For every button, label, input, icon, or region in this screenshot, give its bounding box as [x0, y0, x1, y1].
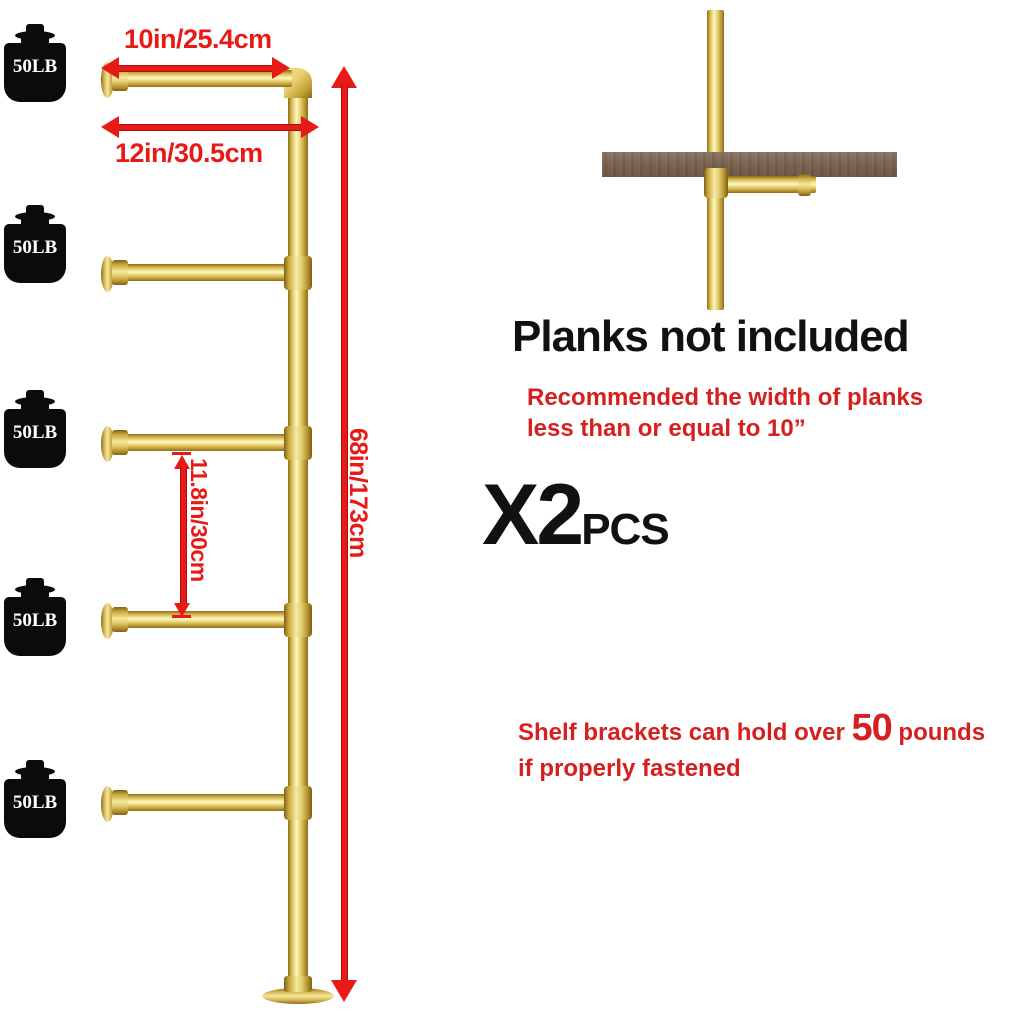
- dimension-cap-top: [172, 452, 191, 455]
- shelf-arm-tee-joint: [284, 603, 312, 637]
- weight-body: [4, 597, 66, 656]
- weight-badge-label: 50LB: [12, 610, 58, 631]
- shelf-arm-tee-joint: [284, 786, 312, 820]
- dimension-label-shelf-spacing: 11.8in/30cm: [186, 458, 212, 582]
- capacity-number: 50: [851, 707, 892, 749]
- detail-tee-joint: [704, 168, 728, 198]
- weight-neck: [21, 402, 49, 412]
- load-capacity-note: Shelf brackets can hold over 50 pounds i…: [518, 703, 985, 785]
- capacity-text-before: Shelf brackets can hold over: [518, 719, 852, 746]
- weight-badge-icon: 50LB: [4, 24, 66, 102]
- dimension-line-arm-total: [118, 124, 302, 131]
- shelf-arm-pipe: [112, 794, 292, 811]
- dimension-line-total-height: [341, 85, 348, 983]
- weight-badge-icon: 50LB: [4, 760, 66, 838]
- headline-planks-not-included: Planks not included: [512, 312, 910, 361]
- base-floor-flange: [262, 988, 334, 1004]
- weight-knob-stem: [26, 390, 44, 399]
- capacity-line-2: if properly fastened: [518, 755, 741, 783]
- weight-knob-plate: [15, 585, 55, 594]
- dimension-line-shelf-spacing: [180, 466, 187, 606]
- dimension-label-arm-total: 12in/30.5cm: [115, 138, 263, 168]
- wood-plank: [602, 152, 897, 177]
- shelf-arm-tee-joint: [284, 256, 312, 290]
- vertical-post-pipe: [288, 82, 308, 992]
- weight-body: [4, 43, 66, 102]
- shelf-arm-collar: [112, 607, 128, 632]
- weight-body: [4, 409, 66, 468]
- capacity-text-after: pounds: [891, 719, 986, 746]
- shelf-arm-wall-flange: [101, 603, 114, 639]
- shelf-arm-pipe: [112, 70, 292, 87]
- arrow-down-icon: [331, 980, 357, 1002]
- shelf-arm-collar: [112, 430, 128, 455]
- shelf-arm-collar: [112, 790, 128, 815]
- recommendation-line-1: Recommended the width of planks: [527, 384, 924, 411]
- dimension-label-arm-usable: 10in/25.4cm: [124, 24, 272, 54]
- shelf-arm-wall-flange: [101, 786, 114, 822]
- weight-neck: [21, 217, 49, 227]
- weight-neck: [21, 772, 49, 782]
- weight-knob-stem: [26, 760, 44, 769]
- arrow-up-icon: [174, 455, 190, 469]
- weight-body: [4, 224, 66, 283]
- quantity-count: X2: [482, 467, 584, 563]
- weight-knob-plate: [15, 212, 55, 221]
- quantity-unit: PCS: [581, 505, 669, 554]
- arrow-right-icon: [272, 57, 290, 79]
- shelf-arm-tee-joint: [284, 426, 312, 460]
- weight-body: [4, 779, 66, 838]
- shelf-arm-pipe: [112, 611, 292, 628]
- arrow-down-icon: [174, 603, 190, 617]
- weight-badge-label: 50LB: [12, 792, 58, 813]
- arrow-left-icon: [101, 116, 119, 138]
- weight-neck: [21, 36, 49, 46]
- dimension-line-arm-usable: [118, 65, 273, 72]
- capacity-line-1: Shelf brackets can hold over 50 pounds: [518, 703, 985, 753]
- weight-badge-label: 50LB: [12, 56, 58, 77]
- shelf-arm-collar: [112, 260, 128, 285]
- plank-width-recommendation: Recommended the width of planks less tha…: [527, 382, 923, 444]
- weight-badge-label: 50LB: [12, 237, 58, 258]
- recommendation-line-2: less than or equal to 10”: [527, 415, 806, 443]
- detail-arm-end-collar: [798, 174, 811, 196]
- quantity-badge: X2PCS: [482, 472, 670, 558]
- weight-knob-plate: [15, 31, 55, 40]
- arrow-up-icon: [331, 66, 357, 88]
- dimension-label-total-height: 68in/173cm: [344, 428, 372, 558]
- shelf-arm-wall-flange: [101, 426, 114, 462]
- weight-badge-icon: 50LB: [4, 390, 66, 468]
- base-collar: [284, 976, 312, 992]
- weight-badge-icon: 50LB: [4, 205, 66, 283]
- weight-knob-stem: [26, 578, 44, 587]
- weight-badge-icon: 50LB: [4, 578, 66, 656]
- dimension-cap-bottom: [172, 615, 191, 618]
- weight-neck: [21, 590, 49, 600]
- shelf-arm-wall-flange: [101, 256, 114, 292]
- weight-badge-label: 50LB: [12, 422, 58, 443]
- weight-knob-stem: [26, 24, 44, 33]
- weight-knob-stem: [26, 205, 44, 214]
- weight-knob-plate: [15, 767, 55, 776]
- shelf-arm-pipe: [112, 434, 292, 451]
- arrow-right-icon: [301, 116, 319, 138]
- detail-shelf-arm: [716, 176, 816, 193]
- arrow-left-icon: [101, 57, 119, 79]
- weight-knob-plate: [15, 397, 55, 406]
- shelf-arm-pipe: [112, 264, 292, 281]
